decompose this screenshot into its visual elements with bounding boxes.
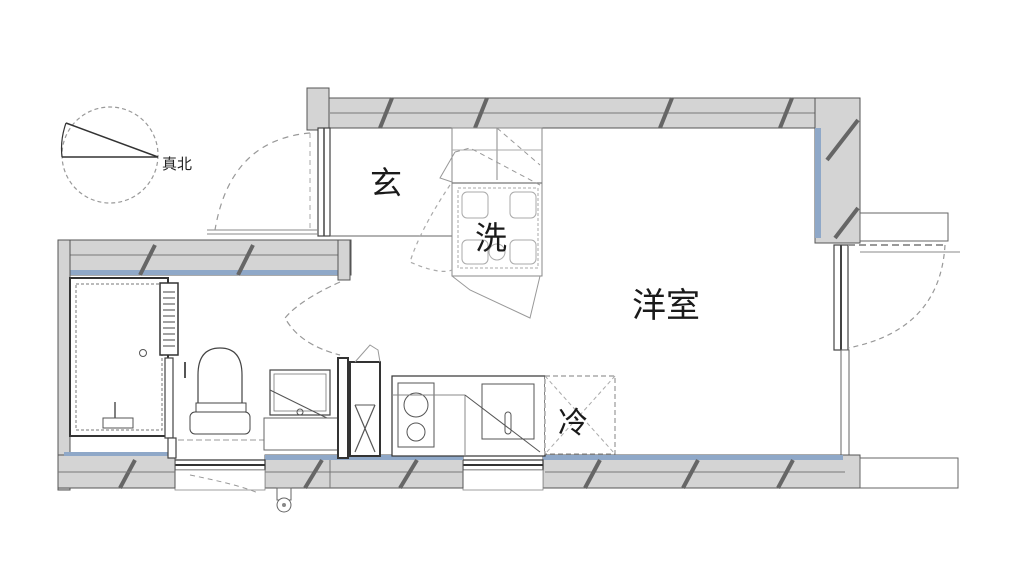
right-window[interactable] xyxy=(833,244,960,459)
room-label-refrigerator: 冷 xyxy=(558,406,588,441)
room-label-western-room: 洋室 xyxy=(632,286,700,326)
washbasin xyxy=(263,369,345,451)
wall-right-upper xyxy=(814,97,949,244)
laundry-area xyxy=(439,127,543,319)
partition-wall-bath xyxy=(337,239,351,459)
toilet xyxy=(189,347,251,435)
compass-icon xyxy=(60,106,159,204)
room-label-washroom: 洗 xyxy=(475,219,508,257)
entrance-wall xyxy=(207,87,331,237)
wall-bottom-right xyxy=(542,454,959,489)
kitchen-stove xyxy=(397,382,435,448)
room-label-entrance: 玄 xyxy=(370,164,403,202)
bathtub xyxy=(69,277,169,437)
entrance-door[interactable] xyxy=(214,132,311,231)
compass-label: 真北 xyxy=(162,155,193,173)
bottom-window-kitchen[interactable] xyxy=(462,459,544,491)
refrigerator-space xyxy=(544,375,616,455)
wall-bath-outer xyxy=(57,239,352,491)
exterior-outlet-icon xyxy=(276,487,292,513)
wall-top xyxy=(306,97,861,129)
bath-vent xyxy=(159,282,179,356)
wall-bottom-middle xyxy=(264,454,464,490)
bottom-window-bath[interactable] xyxy=(174,459,266,494)
kitchen-sink xyxy=(464,383,541,453)
